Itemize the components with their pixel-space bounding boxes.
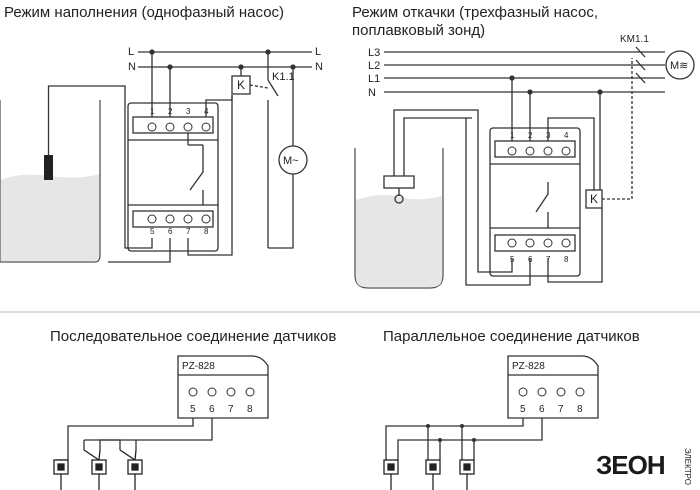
- d1-bot-t5: 5: [150, 227, 155, 236]
- d2-top-t3: 3: [546, 131, 551, 140]
- diagram1-title: Режим наполнения (однофазный насос): [4, 4, 285, 21]
- d2-contactor-label: KM1.1: [620, 34, 649, 45]
- d4-t8: 8: [577, 404, 583, 415]
- d2-line-L3: L3: [368, 47, 380, 59]
- d2-bot-t8: 8: [564, 255, 569, 264]
- d1-bot-t8: 8: [204, 227, 209, 236]
- diagram2-terminals-top: [507, 146, 571, 156]
- d1-bot-t6: 6: [168, 227, 173, 236]
- diagram1-terminals-top: [147, 122, 211, 132]
- d1-motor-label: M~: [283, 155, 299, 167]
- d3-t7: 7: [228, 404, 234, 415]
- d2-motor-label: M≋: [670, 60, 688, 72]
- d1-top-t1: 1: [150, 107, 155, 116]
- d1-top-t3: 3: [186, 107, 191, 116]
- d2-line-N: N: [368, 87, 376, 99]
- diagram3: [56, 355, 269, 461]
- d2-relay-label: K: [590, 192, 598, 206]
- d2-bot-t6: 6: [528, 255, 533, 264]
- diagram3-terminals: [188, 387, 255, 397]
- d3-t6: 6: [209, 404, 215, 415]
- diagram4-sensors: [383, 459, 475, 490]
- d1-top-t4: 4: [204, 107, 209, 116]
- d4-t5: 5: [520, 404, 526, 415]
- d1-line-N-right: N: [315, 61, 323, 73]
- d4-device-label: PZ-828: [512, 361, 545, 372]
- d1-line-L-left: L: [128, 46, 134, 58]
- brand-logo: ЗЕОН: [596, 450, 666, 480]
- d2-bot-t7: 7: [546, 255, 551, 264]
- d4-t6: 6: [539, 404, 545, 415]
- diagram4-junctions: [426, 424, 476, 442]
- d1-bot-t7: 7: [186, 227, 191, 236]
- diagram4-terminals: [518, 387, 585, 397]
- d2-top-t2: 2: [528, 131, 533, 140]
- d2-line-L2: L2: [368, 60, 380, 72]
- d1-contact-label: K1.1: [272, 71, 295, 83]
- d1-line-L-right: L: [315, 46, 321, 58]
- diagram4: [385, 355, 599, 460]
- d2-top-t4: 4: [564, 131, 569, 140]
- d3-t8: 8: [247, 404, 253, 415]
- probe-icon: [44, 155, 53, 180]
- diagram4-title: Параллельное соединение датчиков: [383, 328, 640, 345]
- diagram2-title: Режим откачки (трехфазный насос, поплавк…: [352, 4, 598, 39]
- d2-bot-t5: 5: [510, 255, 515, 264]
- diagram2-terminals-bottom: [507, 238, 571, 248]
- d3-t5: 5: [190, 404, 196, 415]
- diagram1: [0, 49, 312, 263]
- diagram2: [354, 46, 695, 289]
- diagram1-terminals-bottom: [147, 214, 211, 224]
- d1-top-t2: 2: [168, 107, 173, 116]
- d4-t7: 7: [558, 404, 564, 415]
- diagram3-title: Последовательное соединение датчиков: [50, 328, 337, 345]
- d1-line-N-left: N: [128, 61, 136, 73]
- d1-relay-label: K: [237, 78, 245, 92]
- diagram3-sensors: [53, 449, 143, 490]
- brand-logo-subtext: ЭЛЕКТРО: [683, 448, 692, 485]
- d2-line-L1: L1: [368, 73, 380, 85]
- d3-device-label: PZ-828: [182, 361, 215, 372]
- d2-top-t1: 1: [510, 131, 515, 140]
